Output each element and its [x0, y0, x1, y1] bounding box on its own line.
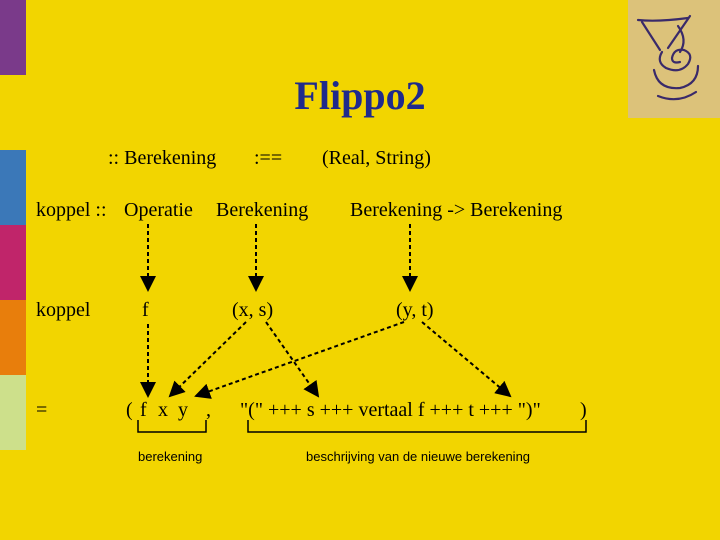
signature-name: koppel :: — [36, 199, 107, 221]
signature-arg-operatie: Operatie — [124, 199, 193, 221]
body-open-paren: ( — [126, 399, 133, 421]
signature-result: Berekening -> Berekening — [350, 199, 563, 221]
annotation-berekening: berekening — [138, 449, 203, 464]
stripe-yellow — [0, 75, 26, 150]
type-def-rhs: (Real, String) — [322, 147, 431, 169]
stripe-lightgreen — [0, 375, 26, 450]
stripe-purple — [0, 0, 26, 75]
slide-title: Flippo2 — [294, 73, 426, 118]
pattern-f: f — [142, 299, 149, 321]
arrow-s-to-body-s — [265, 321, 320, 398]
body-equals: = — [36, 399, 48, 421]
spiral-logo-icon — [636, 14, 700, 101]
body-comma: , — [206, 399, 211, 421]
type-def-operator: :== — [254, 147, 283, 169]
signature-arg-berekening: Berekening — [216, 199, 309, 221]
pattern-x-s: (x, s) — [232, 299, 274, 321]
arrow-t-to-body-t — [421, 321, 512, 398]
arrow-y-to-body-y — [194, 321, 405, 399]
body-close-paren: ) — [580, 399, 587, 421]
body-x: x — [158, 399, 168, 421]
stripe-magenta — [0, 225, 26, 300]
stripe-orange — [0, 300, 26, 375]
pattern-name: koppel — [36, 299, 91, 321]
bracket-berekening — [137, 420, 207, 433]
body-description-expr: "(" +++ s +++ vertaal f +++ t +++ ")" — [240, 399, 541, 421]
stripe-blue — [0, 150, 26, 225]
arrow-x-to-body-x — [168, 321, 247, 398]
pattern-y-t: (y, t) — [396, 299, 434, 321]
body-f: f — [140, 399, 147, 421]
annotation-beschrijving: beschrijving van de nieuwe berekening — [306, 449, 531, 464]
body-y: y — [178, 399, 188, 421]
bracket-beschrijving — [247, 420, 587, 433]
logo-panel — [628, 0, 720, 118]
type-def-lhs: :: Berekening — [108, 147, 217, 169]
